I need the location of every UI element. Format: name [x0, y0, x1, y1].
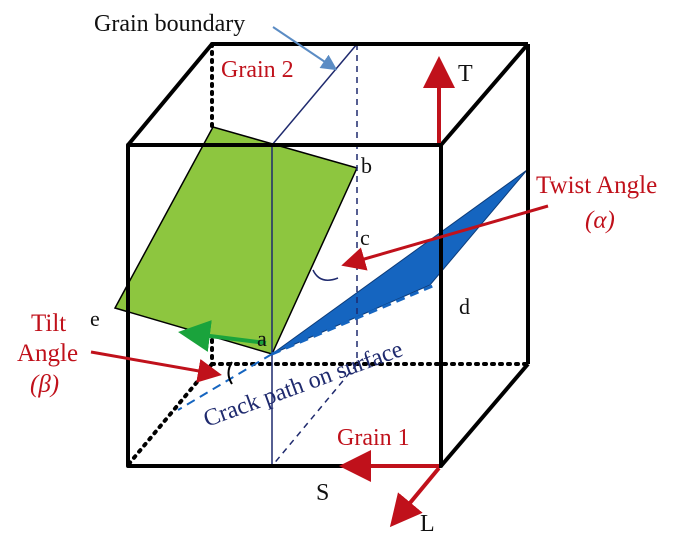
twist-angle-symbol: (α): [585, 207, 615, 234]
tilt-angle-label-line2: Angle: [17, 340, 78, 367]
tilt-angle-leader-arrow: [90, 350, 222, 383]
boundary-top-diagonal: [271, 43, 358, 146]
tilt-angle-symbol: (β): [30, 371, 59, 398]
twist-angle-leader-arrow: [341, 204, 549, 271]
grain-1-label: Grain 1: [337, 425, 410, 451]
grain-2-label: Grain 2: [221, 57, 294, 83]
grain-boundary-plane: [271, 43, 358, 467]
cube-front-face: [126, 143, 443, 468]
point-e-label: e: [90, 306, 100, 331]
boundary-bottom-diagonal-dashed: [271, 363, 358, 467]
twist-angle-label: Twist Angle: [536, 172, 657, 199]
axis-l-arrow: [389, 466, 441, 528]
crack-path-dashed-left: [177, 353, 273, 411]
grain-boundary-label: Grain boundary: [94, 11, 245, 37]
green-direction-arrow: [178, 320, 267, 352]
cube-edge-top-right: [439, 42, 530, 147]
cube-visible-edges: [126, 42, 530, 468]
point-d-label: d: [459, 294, 470, 319]
axis-l-label: L: [420, 511, 435, 536]
hidden-edge-back-diagonal: [126, 362, 214, 467]
tilt-angle-arc: [227, 361, 233, 385]
crack-path-label: Crack path on surface: [200, 336, 406, 432]
tilt-angle-label-line1: Tilt: [31, 310, 66, 337]
axis-s-label: S: [316, 480, 329, 506]
grain-boundary-leader-arrow: [272, 26, 338, 71]
cube-edge-top-left: [126, 42, 214, 147]
crack-paths: [177, 283, 436, 411]
point-b-label: b: [361, 153, 372, 178]
cube-edge-bottom-right: [439, 362, 530, 468]
point-c-label: c: [360, 225, 370, 250]
axis-t-label: T: [458, 61, 473, 87]
point-a-label: a: [257, 326, 267, 351]
twist-angle-arc: [312, 269, 339, 281]
